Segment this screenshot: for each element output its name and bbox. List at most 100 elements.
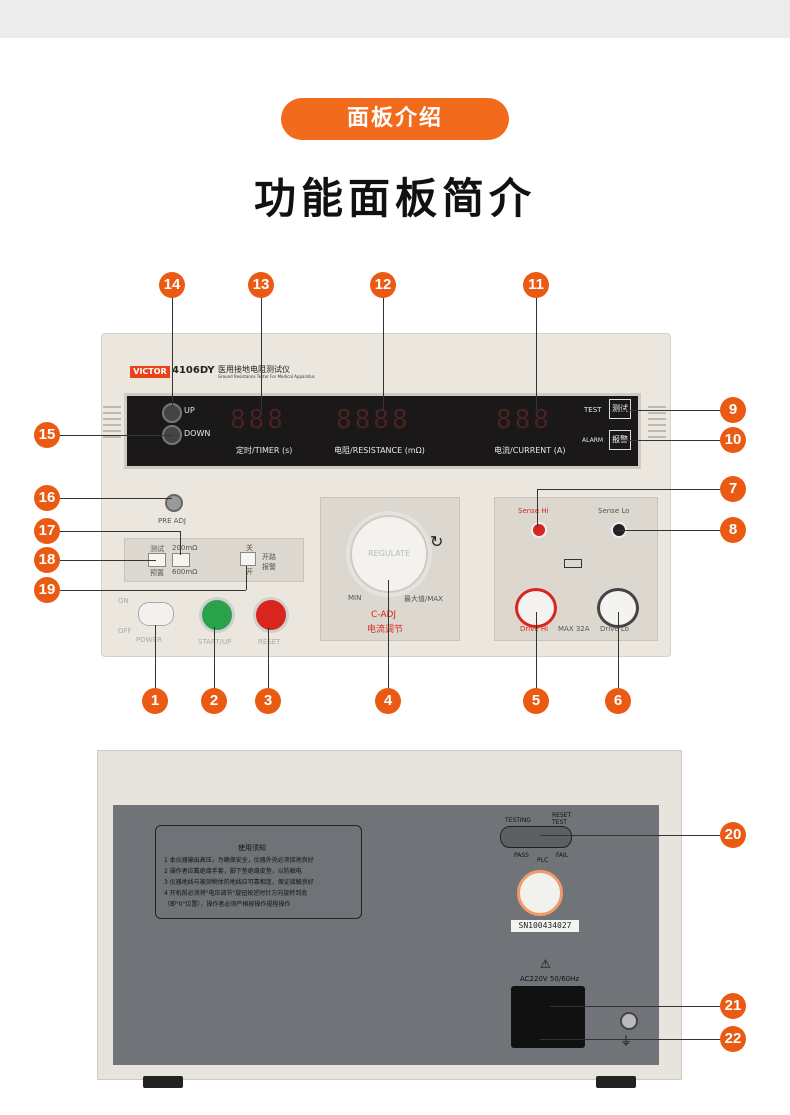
alarm-switch[interactable] xyxy=(240,552,256,566)
timer-display: 888 xyxy=(230,405,286,435)
cadj-label: C-ADJ xyxy=(371,610,397,620)
callout-line-19b xyxy=(246,566,247,590)
ground-terminal[interactable] xyxy=(620,1012,638,1030)
range-switch[interactable] xyxy=(172,553,190,567)
callout-13: 13 xyxy=(248,272,274,298)
on-label: ON xyxy=(118,597,129,605)
warning-icon: ⚠ xyxy=(540,957,551,971)
notice-line-5: （即"0"位置），操作者必须严格按操作规程操作 xyxy=(164,901,291,908)
callout-12: 12 xyxy=(370,272,396,298)
cadj-cn-label: 电流调节 xyxy=(367,625,404,635)
callout-line-12 xyxy=(383,297,384,410)
alarm-switch-on-label: 开 xyxy=(246,568,253,576)
model-label: 4106DY xyxy=(172,365,215,376)
sense-hi-terminal[interactable] xyxy=(531,522,547,538)
alarm-switch-off-label: 关 xyxy=(246,544,253,552)
notice-line-3: 3 仪器地线与被测物体的地线应可靠相连，保证接触良好 xyxy=(164,879,314,886)
callout-5: 5 xyxy=(523,688,549,714)
callout-line-14 xyxy=(172,297,173,407)
callout-line-15 xyxy=(60,435,172,436)
down-label: DOWN xyxy=(184,429,211,438)
notice-line-2: 2 操作者应戴绝缘手套，脚下垫绝缘皮垫，以防触电 xyxy=(164,868,302,875)
mode-range2-label: 600mΩ xyxy=(172,568,198,576)
callout-17: 17 xyxy=(34,518,60,544)
callout-22: 22 xyxy=(720,1026,746,1052)
alarm-label: ALARM xyxy=(582,437,604,444)
callout-15: 15 xyxy=(34,422,60,448)
rotate-arrow-icon: ↻ xyxy=(430,532,444,551)
callout-line-4 xyxy=(388,580,389,688)
pre-adj-label: PRE ADJ xyxy=(158,517,186,525)
callout-20: 20 xyxy=(720,822,746,848)
current-display: 888 xyxy=(496,405,552,435)
callout-1: 1 xyxy=(142,688,168,714)
start-button[interactable] xyxy=(199,597,235,633)
sense-lo-label: Sense Lo xyxy=(598,507,630,515)
power-inlet[interactable] xyxy=(511,986,585,1048)
up-label: UP xyxy=(184,406,195,415)
knob-label: REGULATE xyxy=(368,549,411,558)
notice-line-4: 4 开机前必须将"电压调节"旋钮按逆时针方向旋转到底 xyxy=(164,890,308,897)
reset-label: RESET xyxy=(258,638,281,646)
callout-16: 16 xyxy=(34,485,60,511)
mode-preset-label: 预置 xyxy=(150,569,164,577)
device-name-en: Ground Resistance Tester For Medical App… xyxy=(218,374,315,379)
callout-9: 9 xyxy=(720,397,746,423)
timer-label: 定时/TIMER (s) xyxy=(236,446,293,455)
top-bar xyxy=(0,0,790,38)
pre-adj-screw[interactable] xyxy=(165,494,183,512)
callout-line-18 xyxy=(60,560,156,561)
notice-label xyxy=(155,825,362,919)
foot-left xyxy=(143,1076,183,1088)
device-name-cn: 医用接地电阻测试仪 xyxy=(218,365,290,374)
callout-18: 18 xyxy=(34,547,60,573)
power-spec: AC220V 50/60Hz xyxy=(520,975,580,983)
callout-line-7b xyxy=(537,489,538,527)
display-window xyxy=(124,393,641,469)
plc-label: PLC xyxy=(537,857,549,864)
left-vents xyxy=(103,402,121,442)
callout-6: 6 xyxy=(605,688,631,714)
current-label: 电流/CURRENT (A) xyxy=(494,446,566,455)
power-button[interactable] xyxy=(138,602,174,626)
callout-line-3 xyxy=(268,627,269,688)
callout-7: 7 xyxy=(720,476,746,502)
callout-21: 21 xyxy=(720,993,746,1019)
fail-label: FAIL xyxy=(556,852,569,859)
sense-hi-label: Sense Hi xyxy=(518,507,549,515)
callout-10: 10 xyxy=(720,427,746,453)
alarm-switch-text: 开路 报警 xyxy=(262,553,276,571)
callout-11: 11 xyxy=(523,272,549,298)
plc-port[interactable] xyxy=(500,826,572,848)
drive-hi-label: Drive Hi xyxy=(520,625,549,633)
foot-right xyxy=(596,1076,636,1088)
power-label: POWER xyxy=(136,636,162,644)
callout-line-17 xyxy=(60,531,180,532)
callout-line-10 xyxy=(620,440,720,441)
right-vents xyxy=(648,402,666,442)
resistance-display: 8888 xyxy=(336,405,411,435)
callout-line-9 xyxy=(620,410,720,411)
callout-4: 4 xyxy=(375,688,401,714)
callout-2: 2 xyxy=(201,688,227,714)
serial-label: SN100434027 xyxy=(511,920,579,932)
mode-range1-label: 200mΩ xyxy=(172,544,198,552)
callout-8: 8 xyxy=(720,517,746,543)
min-label: MIN xyxy=(348,594,362,602)
mode-test-label: 测试 xyxy=(150,545,164,553)
callout-line-20 xyxy=(540,835,720,836)
callout-14: 14 xyxy=(159,272,185,298)
callout-19: 19 xyxy=(34,577,60,603)
notice-title: 使用须知 xyxy=(238,844,266,852)
reset-test-label: RESET TEST xyxy=(552,812,572,826)
callout-line-22 xyxy=(540,1039,720,1040)
max-current-label: MAX 32A xyxy=(558,625,590,633)
resistor-symbol xyxy=(564,559,582,568)
pass-label: PASS xyxy=(514,852,529,859)
callout-3: 3 xyxy=(255,688,281,714)
callout-line-21 xyxy=(550,1006,720,1007)
callout-line-11 xyxy=(536,297,537,410)
callout-line-7 xyxy=(537,489,720,490)
reset-button[interactable] xyxy=(253,597,289,633)
regulate-knob[interactable] xyxy=(350,515,428,593)
